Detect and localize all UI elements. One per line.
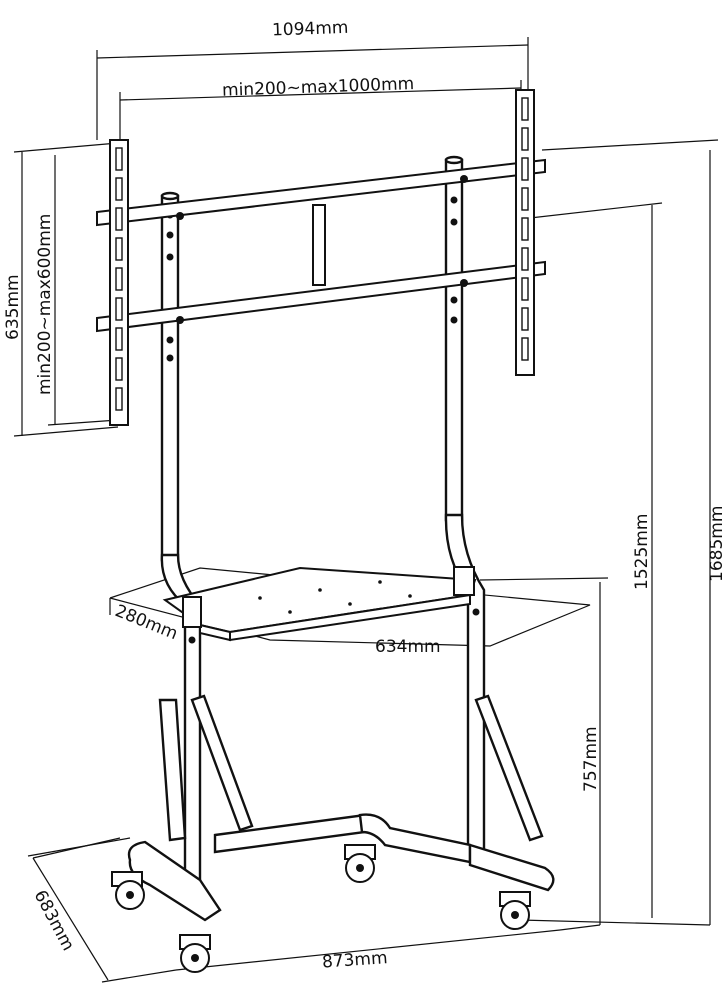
horizontal-rails: [96, 158, 546, 333]
vesa-brackets: [109, 89, 535, 426]
caster-wheel: [344, 844, 376, 883]
caster-wheel: [179, 934, 211, 973]
caster-wheel: [499, 891, 531, 930]
vesa-width-label: min200~max1000mm: [222, 74, 415, 101]
overall-width-label: 1094mm: [272, 18, 349, 41]
base-width-label: 873mm: [321, 948, 388, 973]
dimension-lines: [13, 37, 719, 983]
shelf-height-label: 757mm: [581, 726, 601, 792]
shelf-width-label: 634mm: [375, 637, 441, 657]
bracket-height-label: 635mm: [3, 274, 23, 340]
caster-wheel: [111, 871, 145, 910]
center-height-label: 1525mm: [632, 514, 652, 590]
vesa-height-label: min200~max600mm: [35, 214, 55, 395]
caster-wheels: [111, 844, 531, 973]
right-bracket-slots: [521, 97, 529, 361]
left-bracket-slots: [115, 147, 123, 411]
total-height-label: 1685mm: [707, 506, 727, 582]
upright-columns: [160, 155, 486, 882]
lower-frame: [127, 694, 555, 922]
shelf: [162, 566, 477, 642]
base-depth-label: 683mm: [30, 887, 78, 954]
